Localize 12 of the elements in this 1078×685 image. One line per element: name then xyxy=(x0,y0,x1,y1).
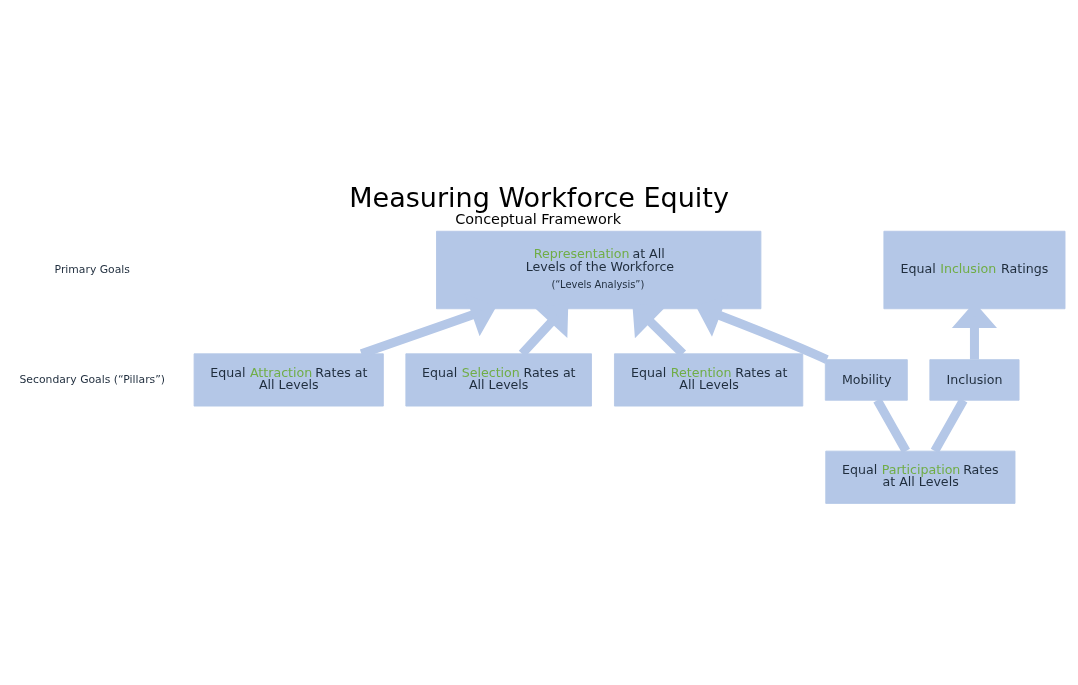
node-box: Equal Attraction Rates at All Levels xyxy=(193,352,384,407)
node-box: Representation at All Levels of the Workforce (“Levels Analysis”) xyxy=(436,230,762,309)
node-box: Equal Participation Rates at All Levels xyxy=(825,450,1016,504)
node-box: Mobility xyxy=(824,358,908,401)
node-box: Equal Selection Rates at All Levels xyxy=(405,352,592,407)
connector xyxy=(930,397,968,453)
label: Primary Goals xyxy=(54,262,130,276)
node-box: Equal Inclusion Ratings xyxy=(883,230,1066,309)
node-box: Equal Retention Rates at All Levels xyxy=(614,352,804,407)
node-box: Inclusion xyxy=(929,358,1020,401)
label: Secondary Goals (“Pillars”) xyxy=(19,372,166,386)
connector xyxy=(873,397,910,453)
